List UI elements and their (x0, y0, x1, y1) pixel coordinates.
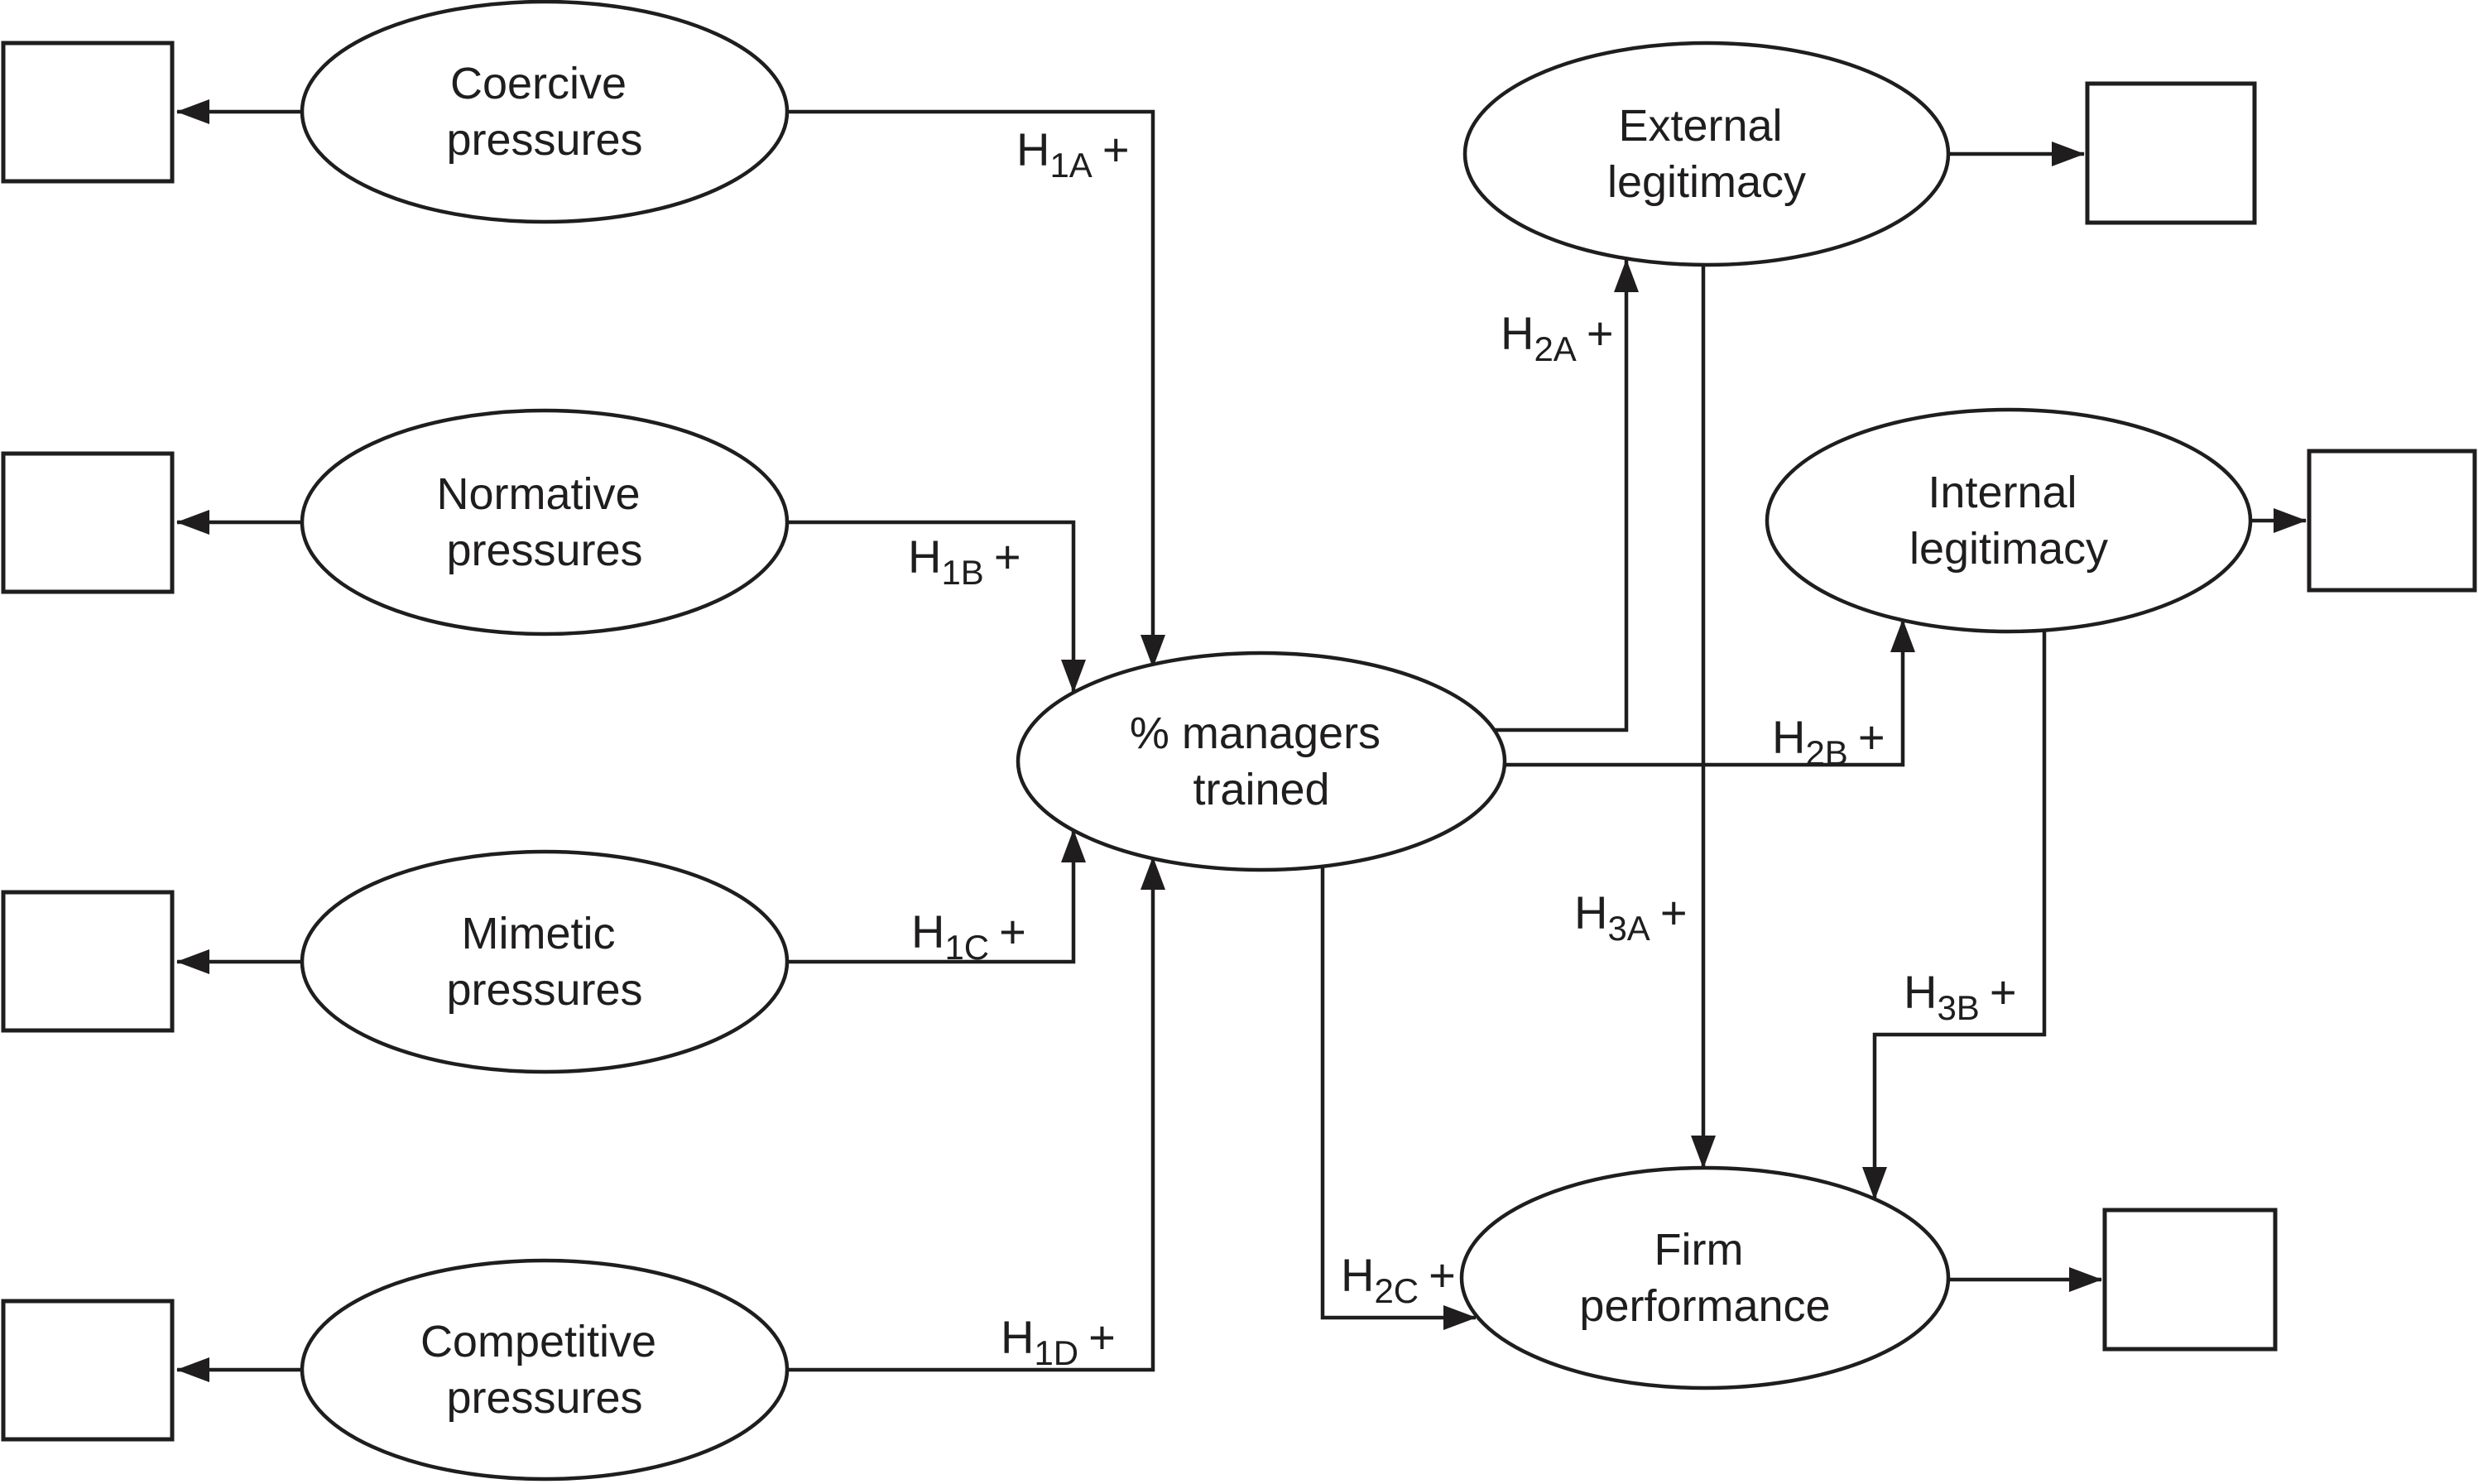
managers-trained-ellipse (1016, 651, 1507, 872)
firm-performance-ellipse (1459, 1165, 1951, 1390)
competitive-pressures-node: Competitive pressures (300, 1258, 790, 1482)
internal-legitimacy-node: Internal legitimacy (1765, 407, 2253, 634)
internal-legitimacy-label: Internal legitimacy (1909, 468, 2108, 574)
indicator-box-internal (2307, 449, 2477, 593)
edge-h1d (787, 857, 1165, 1372)
label-h1a: H1A+ (1016, 123, 1130, 185)
coercive-label: Coercive pressures (446, 59, 642, 165)
indicator-box-external (2085, 81, 2257, 225)
coercive-pressures-node: Coercive pressures (300, 0, 790, 224)
competitive-ellipse (300, 1258, 790, 1482)
indicator-box-coercive (1, 41, 175, 184)
edge-h1a (787, 109, 1165, 668)
external-legitimacy-ellipse (1462, 41, 1951, 267)
label-h1d: H1D+ (1001, 1311, 1116, 1372)
mimetic-pressures-node: Mimetic pressures (300, 849, 790, 1074)
normative-pressures-node: Normative pressures (300, 408, 790, 636)
label-h3b: H3B+ (1904, 966, 2017, 1027)
edge-h2c (1320, 866, 1477, 1330)
indicator-box-competitive (1, 1299, 175, 1442)
managers-trained-node: % managers trained (1016, 651, 1507, 872)
indicator-box-normative (1, 451, 175, 594)
edge-h2a (1494, 259, 1639, 732)
firm-performance-label: Firm performance (1579, 1225, 1830, 1331)
mimetic-ellipse (300, 849, 790, 1074)
external-legitimacy-node: External legitimacy (1462, 41, 1951, 267)
label-h2b: H2B+ (1772, 711, 1885, 772)
edge-h1c (787, 829, 1086, 964)
indicator-box-firm (2102, 1208, 2278, 1352)
edge-h2b (1505, 619, 1915, 767)
indicator-box-mimetic (1, 890, 175, 1033)
coercive-ellipse (300, 0, 790, 224)
competitive-label: Competitive pressures (420, 1317, 669, 1423)
normative-ellipse (300, 408, 790, 636)
label-h1c: H1C+ (911, 905, 1026, 967)
label-h1b: H1B+ (908, 531, 1021, 592)
edge-h1b (787, 520, 1086, 693)
managers-trained-label: % managers trained (1130, 708, 1393, 814)
internal-legitimacy-ellipse (1765, 407, 2253, 634)
label-h2c: H2C+ (1341, 1249, 1456, 1310)
edge-h3b (1862, 631, 2047, 1200)
normative-label: Normative pressures (436, 469, 652, 575)
label-h2a: H2A+ (1501, 307, 1614, 368)
external-legitimacy-label: External legitimacy (1607, 101, 1806, 207)
label-h3a: H3A+ (1574, 886, 1688, 948)
mimetic-label: Mimetic pressures (446, 909, 642, 1015)
firm-performance-node: Firm performance (1459, 1165, 1951, 1390)
